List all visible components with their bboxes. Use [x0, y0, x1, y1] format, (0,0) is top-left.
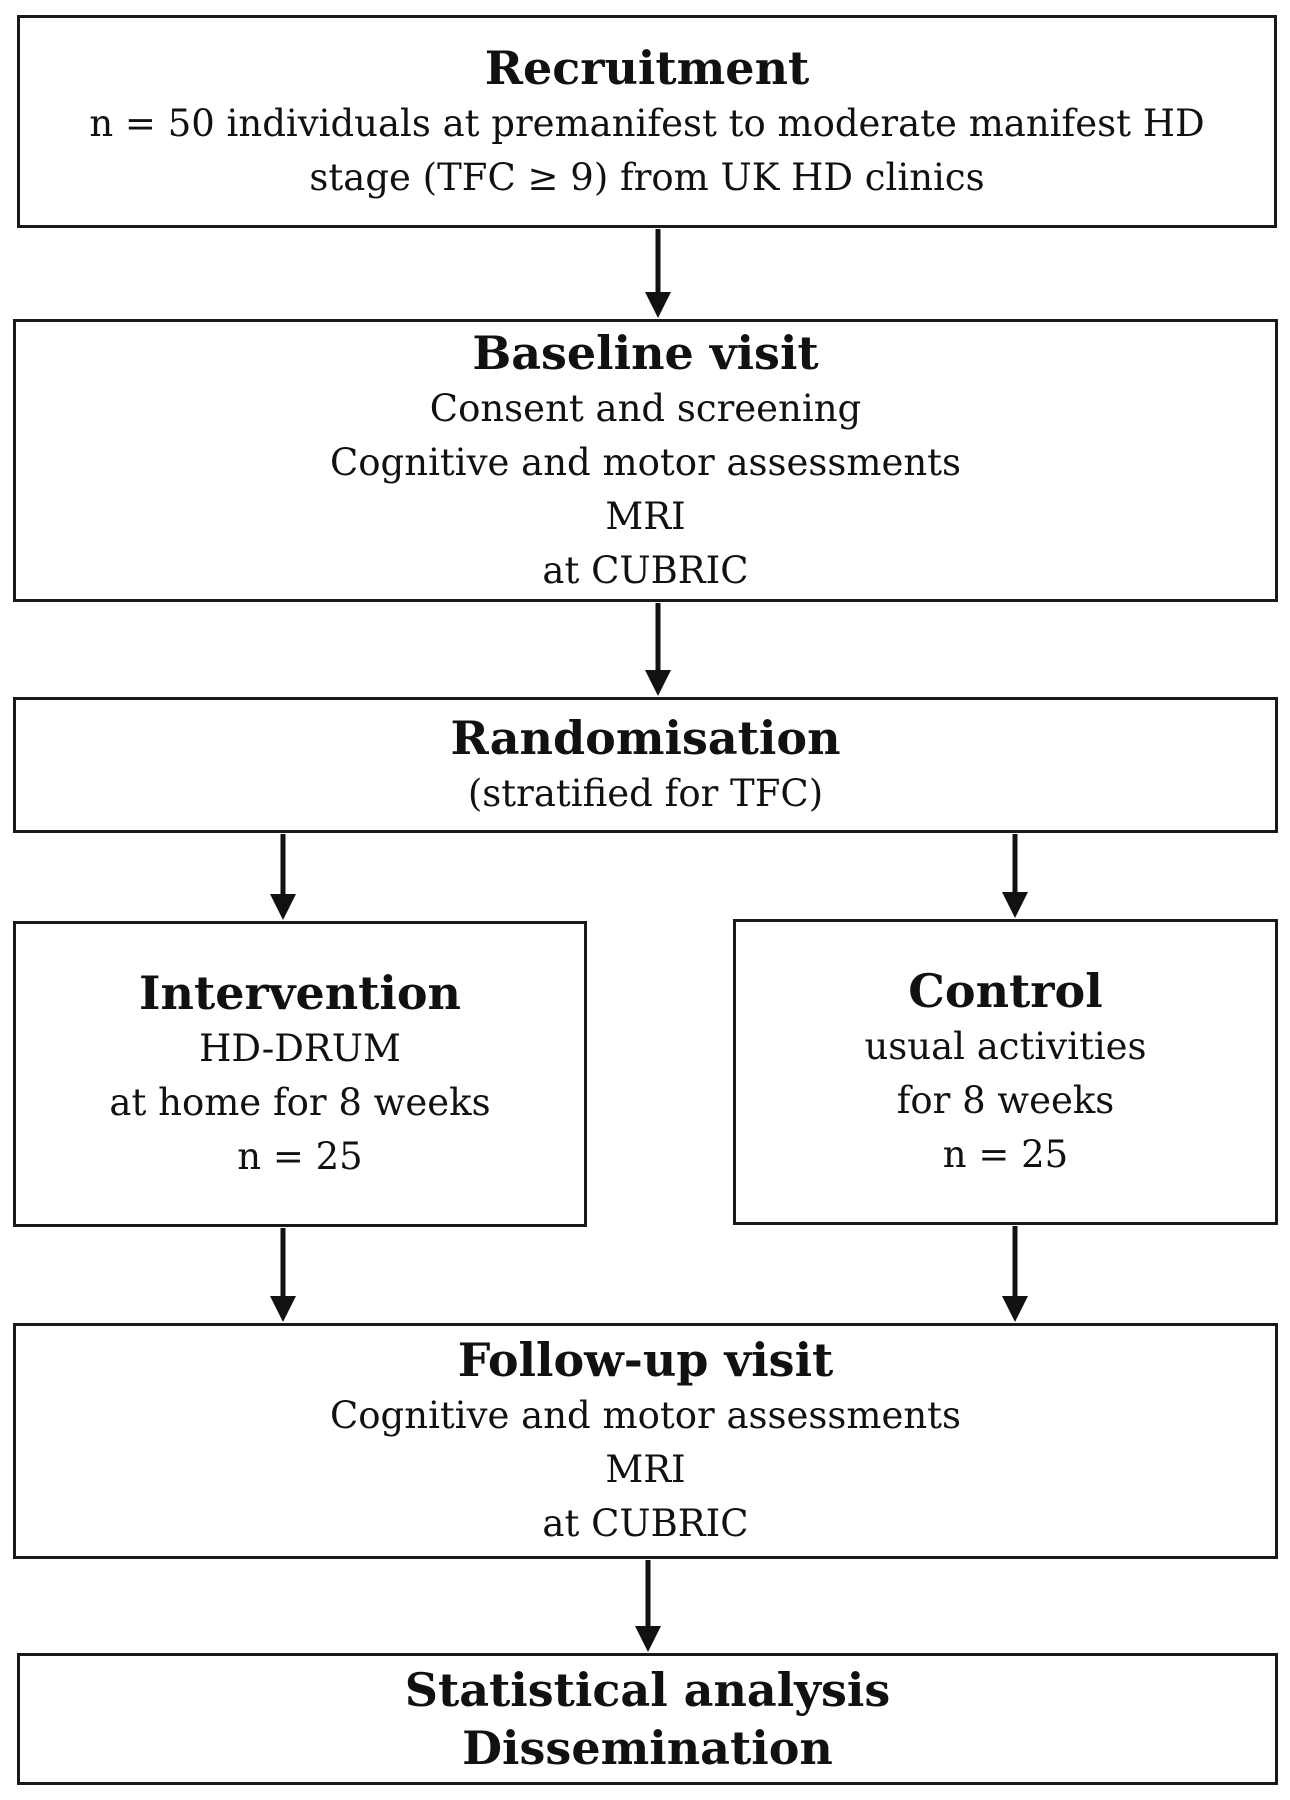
intervention-box: Intervention HD-DRUM at home for 8 weeks… — [13, 921, 587, 1227]
control-title: Control — [908, 964, 1103, 1018]
recruitment-title: Recruitment — [484, 40, 810, 95]
intervention-line-2: at home for 8 weeks — [109, 1081, 491, 1124]
control-line-2: for 8 weeks — [896, 1079, 1115, 1122]
baseline-visit-box: Baseline visit Consent and screening Cog… — [13, 319, 1278, 602]
arrow-recruitment-to-baseline — [645, 229, 671, 318]
analysis-box: Statistical analysis Dissemination — [17, 1653, 1278, 1785]
baseline-line-3: MRI — [605, 494, 686, 538]
follow-up-visit-title: Follow-up visit — [457, 1333, 834, 1387]
randomisation-line-1: (stratified for TFC) — [467, 772, 824, 815]
baseline-visit-title: Baseline visit — [472, 325, 819, 380]
analysis-line-2: Dissemination — [462, 1721, 833, 1775]
control-box: Control usual activities for 8 weeks n =… — [733, 919, 1278, 1225]
recruitment-line-2: stage (TFC ≥ 9) from UK HD clinics — [309, 155, 985, 199]
follow-up-line-2: MRI — [605, 1448, 686, 1491]
arrow-randomisation-to-intervention — [270, 834, 296, 920]
follow-up-visit-box: Follow-up visit Cognitive and motor asse… — [13, 1323, 1278, 1559]
recruitment-line-1: n = 50 individuals at premanifest to mod… — [89, 101, 1205, 145]
arrow-baseline-to-randomisation — [645, 603, 671, 696]
baseline-line-2: Cognitive and motor assessments — [329, 440, 962, 484]
intervention-title: Intervention — [139, 966, 461, 1020]
recruitment-box: Recruitment n = 50 individuals at preman… — [17, 15, 1277, 228]
arrow-intervention-to-follow-up — [270, 1228, 296, 1322]
follow-up-line-1: Cognitive and motor assessments — [329, 1394, 962, 1437]
follow-up-line-3: at CUBRIC — [542, 1502, 749, 1545]
randomisation-title: Randomisation — [450, 711, 841, 765]
baseline-line-4: at CUBRIC — [542, 548, 749, 592]
intervention-line-1: HD-DRUM — [199, 1027, 401, 1070]
control-line-1: usual activities — [864, 1025, 1147, 1068]
arrow-randomisation-to-control — [1002, 834, 1028, 918]
arrow-follow-up-to-analysis — [635, 1560, 661, 1652]
analysis-line-1: Statistical analysis — [404, 1663, 891, 1717]
randomisation-box: Randomisation (stratified for TFC) — [13, 697, 1278, 833]
arrow-control-to-follow-up — [1002, 1226, 1028, 1322]
baseline-line-1: Consent and screening — [429, 386, 862, 430]
intervention-line-3: n = 25 — [237, 1135, 363, 1178]
control-line-3: n = 25 — [942, 1133, 1069, 1176]
